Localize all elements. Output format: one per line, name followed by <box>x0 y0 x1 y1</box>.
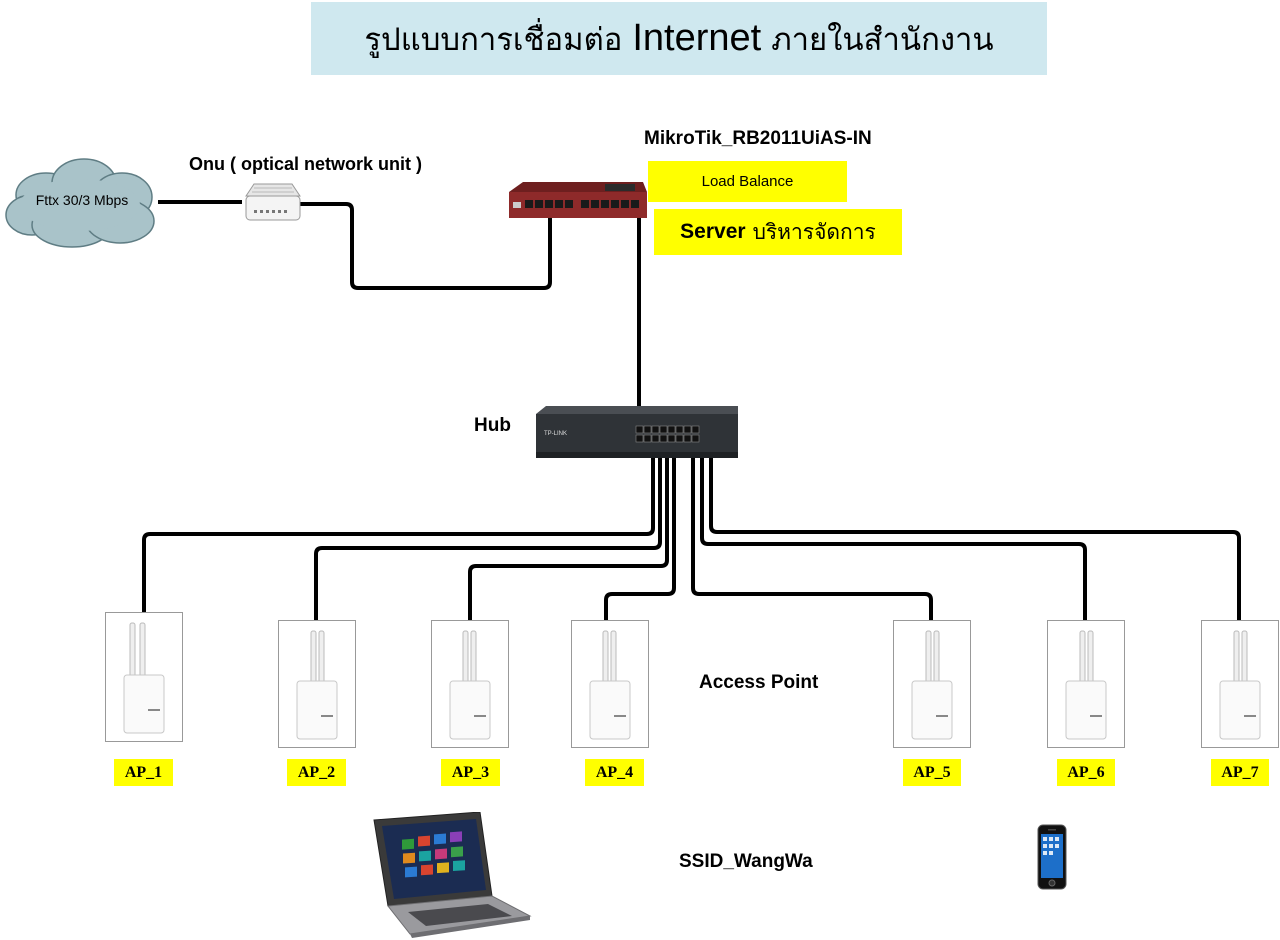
access-point-3 <box>431 620 509 748</box>
cable-hub-to-ap5 <box>691 448 933 620</box>
access-point-icon <box>123 622 165 734</box>
smartphone-icon <box>1037 824 1067 890</box>
title-thai-before: รูปแบบการเชื่อมต่อ <box>364 21 623 58</box>
title-english: Internet <box>632 17 762 59</box>
onu-label: Onu ( optical network unit ) <box>189 154 422 174</box>
ap-label-4: AP_4 <box>585 759 644 786</box>
hub-label: Hub <box>474 415 511 436</box>
ap-label-5: AP_5 <box>903 759 961 786</box>
access-point-6 <box>1047 620 1125 748</box>
access-point-icon <box>1219 630 1261 740</box>
ap-label-6: AP_6 <box>1057 759 1115 786</box>
laptop-icon <box>373 812 532 938</box>
load-balance-badge: Load Balance <box>648 161 847 202</box>
cable-hub-to-ap4 <box>604 448 676 620</box>
onu-device-icon <box>245 183 301 221</box>
access-point-label: Access Point <box>699 672 819 693</box>
ap-label-7: AP_7 <box>1211 759 1269 786</box>
access-point-7 <box>1201 620 1279 748</box>
access-point-4 <box>571 620 649 748</box>
cloud-label: Fttx 30/3 Mbps <box>35 192 129 208</box>
server-badge-th: บริหารจัดการ <box>752 219 876 244</box>
cable-hub-to-ap6 <box>700 448 1087 620</box>
access-point-icon <box>449 630 491 740</box>
router-label: MikroTik_RB2011UiAS-IN <box>644 128 872 149</box>
diagram-title: รูปแบบการเชื่อมต่อ Internet ภายในสำนักงา… <box>311 2 1047 75</box>
cable-hub-to-ap1 <box>142 448 655 612</box>
access-point-icon <box>589 630 631 740</box>
hub-switch-icon: TP-LINK <box>536 406 738 458</box>
server-badge: Server บริหารจัดการ <box>654 209 902 255</box>
ssid-label: SSID_WangWa <box>679 851 813 872</box>
ap-label-1: AP_1 <box>114 759 173 786</box>
cable-hub-to-ap3 <box>468 448 669 620</box>
internet-cloud-icon <box>5 158 155 248</box>
access-point-icon <box>1065 630 1107 740</box>
title-thai-after: ภายในสำนักงาน <box>771 21 994 58</box>
ap-label-3: AP_3 <box>441 759 500 786</box>
access-point-2 <box>278 620 356 748</box>
cable-hub-to-ap2 <box>314 448 662 620</box>
mikrotik-router-icon <box>509 182 647 218</box>
cable-onu-to-router <box>300 202 552 290</box>
ap-label-2: AP_2 <box>287 759 346 786</box>
access-point-icon <box>911 630 953 740</box>
cable-hub-to-ap7 <box>709 448 1241 620</box>
access-point-1 <box>105 612 183 742</box>
access-point-icon <box>296 630 338 740</box>
server-badge-en: Server <box>680 220 746 243</box>
hub-brand: TP-LINK <box>544 431 567 437</box>
access-point-5 <box>893 620 971 748</box>
